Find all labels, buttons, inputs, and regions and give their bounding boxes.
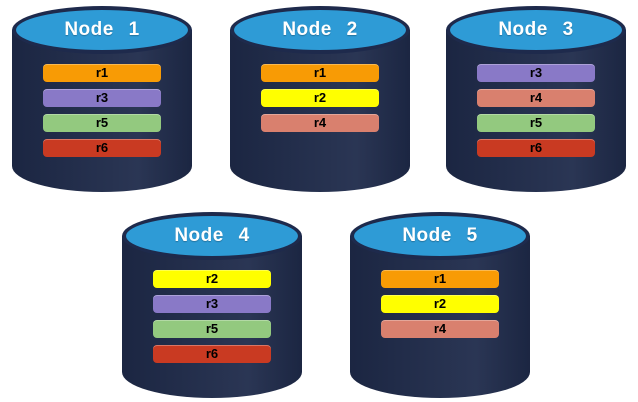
node-cylinder-5: Node 5 r1 r2 r4 <box>350 212 530 398</box>
replica-bar-list: r2 r3 r5 r6 <box>122 270 302 363</box>
replica-bar-r3: r3 <box>153 295 271 313</box>
replica-bar-list: r1 r2 r4 <box>350 270 530 338</box>
cylinder-top-ellipse: Node 4 <box>122 212 302 260</box>
node-label: Node 3 <box>498 19 574 40</box>
cylinder-top-ellipse: Node 3 <box>446 6 626 54</box>
cylinder-top-ellipse: Node 5 <box>350 212 530 260</box>
replica-bar-r2: r2 <box>153 270 271 288</box>
cylinder-body <box>122 236 302 398</box>
cylinder-top-ellipse: Node 2 <box>230 6 410 54</box>
node-label: Node 2 <box>282 19 358 40</box>
replica-bar-r2: r2 <box>261 89 379 107</box>
replica-bar-r3: r3 <box>43 89 161 107</box>
replica-bar-r6: r6 <box>477 139 595 157</box>
cylinder-body <box>446 30 626 192</box>
replica-bar-r2: r2 <box>381 295 499 313</box>
replica-bar-list: r1 r3 r5 r6 <box>12 64 192 157</box>
replica-bar-r5: r5 <box>477 114 595 132</box>
cylinder-top-ellipse: Node 1 <box>12 6 192 54</box>
replica-bar-r1: r1 <box>43 64 161 82</box>
replica-bar-r1: r1 <box>261 64 379 82</box>
node-label: Node 1 <box>64 19 140 40</box>
replica-bar-r4: r4 <box>381 320 499 338</box>
node-cylinder-2: Node 2 r1 r2 r4 <box>230 6 410 192</box>
replica-bar-r6: r6 <box>153 345 271 363</box>
replica-bar-r6: r6 <box>43 139 161 157</box>
cylinder-body <box>350 236 530 398</box>
replica-bar-r5: r5 <box>43 114 161 132</box>
node-cylinder-4: Node 4 r2 r3 r5 r6 <box>122 212 302 398</box>
node-label: Node 4 <box>174 225 250 246</box>
replica-bar-r5: r5 <box>153 320 271 338</box>
replica-bar-r4: r4 <box>261 114 379 132</box>
replica-bar-list: r1 r2 r4 <box>230 64 410 132</box>
replica-bar-r1: r1 <box>381 270 499 288</box>
replica-bar-r3: r3 <box>477 64 595 82</box>
replica-bar-list: r3 r4 r5 r6 <box>446 64 626 157</box>
node-label: Node 5 <box>402 225 478 246</box>
cylinder-body <box>12 30 192 192</box>
node-cylinder-1: Node 1 r1 r3 r5 r6 <box>12 6 192 192</box>
node-cylinder-3: Node 3 r3 r4 r5 r6 <box>446 6 626 192</box>
cylinder-body <box>230 30 410 192</box>
replica-bar-r4: r4 <box>477 89 595 107</box>
